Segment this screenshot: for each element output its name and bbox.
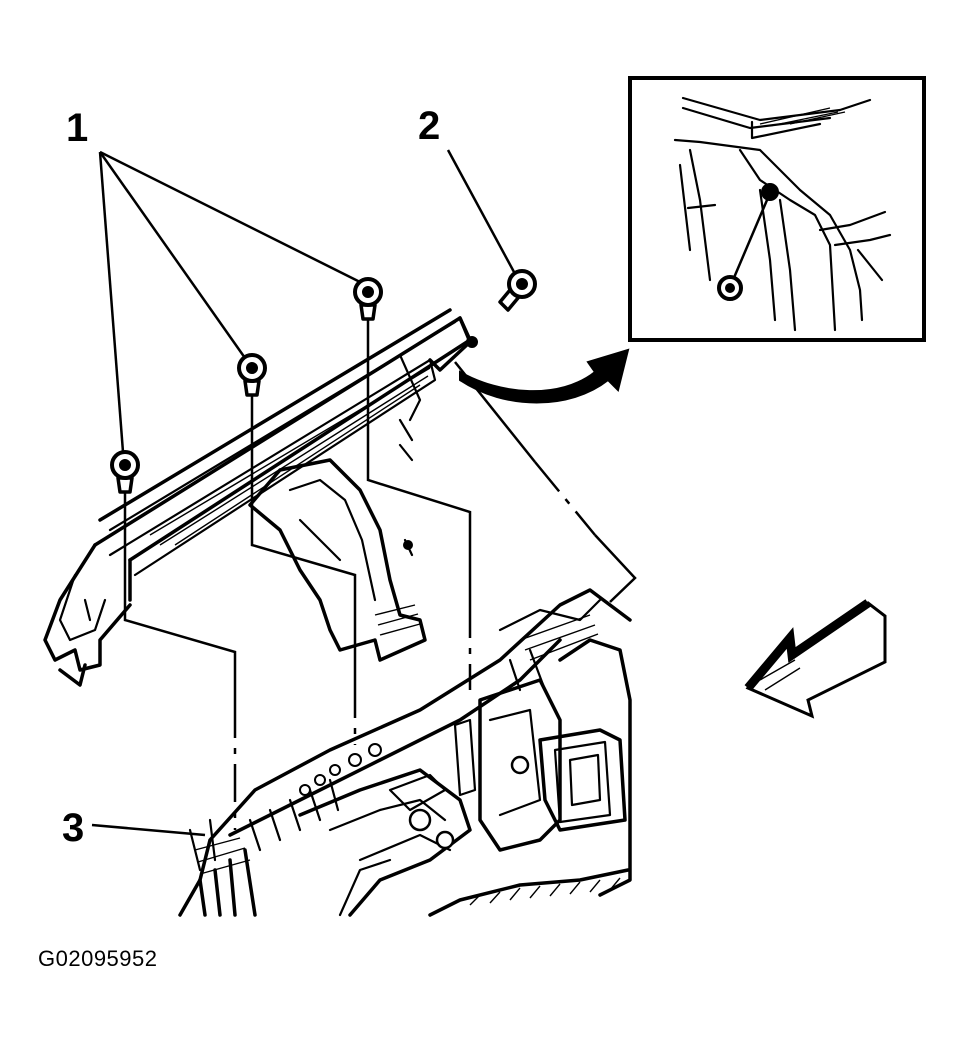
bolt-icon	[237, 353, 267, 397]
callout-2: 2	[418, 104, 441, 148]
bolt-icon	[110, 450, 140, 494]
callout-3: 3	[62, 806, 85, 850]
bolt-icon	[353, 277, 383, 321]
callout-1: 1	[66, 106, 89, 150]
view-direction-arrow-icon	[744, 599, 887, 719]
detail-inset	[628, 76, 926, 342]
detail-view-arrow-icon	[459, 348, 630, 404]
figure-id-label: G02095952	[38, 946, 158, 971]
roof-rail-assembly	[43, 308, 478, 687]
vehicle-body-structure	[178, 588, 632, 917]
nut-icon	[498, 269, 537, 312]
alignment-lines	[123, 320, 637, 830]
callout-leaders	[91, 149, 516, 837]
